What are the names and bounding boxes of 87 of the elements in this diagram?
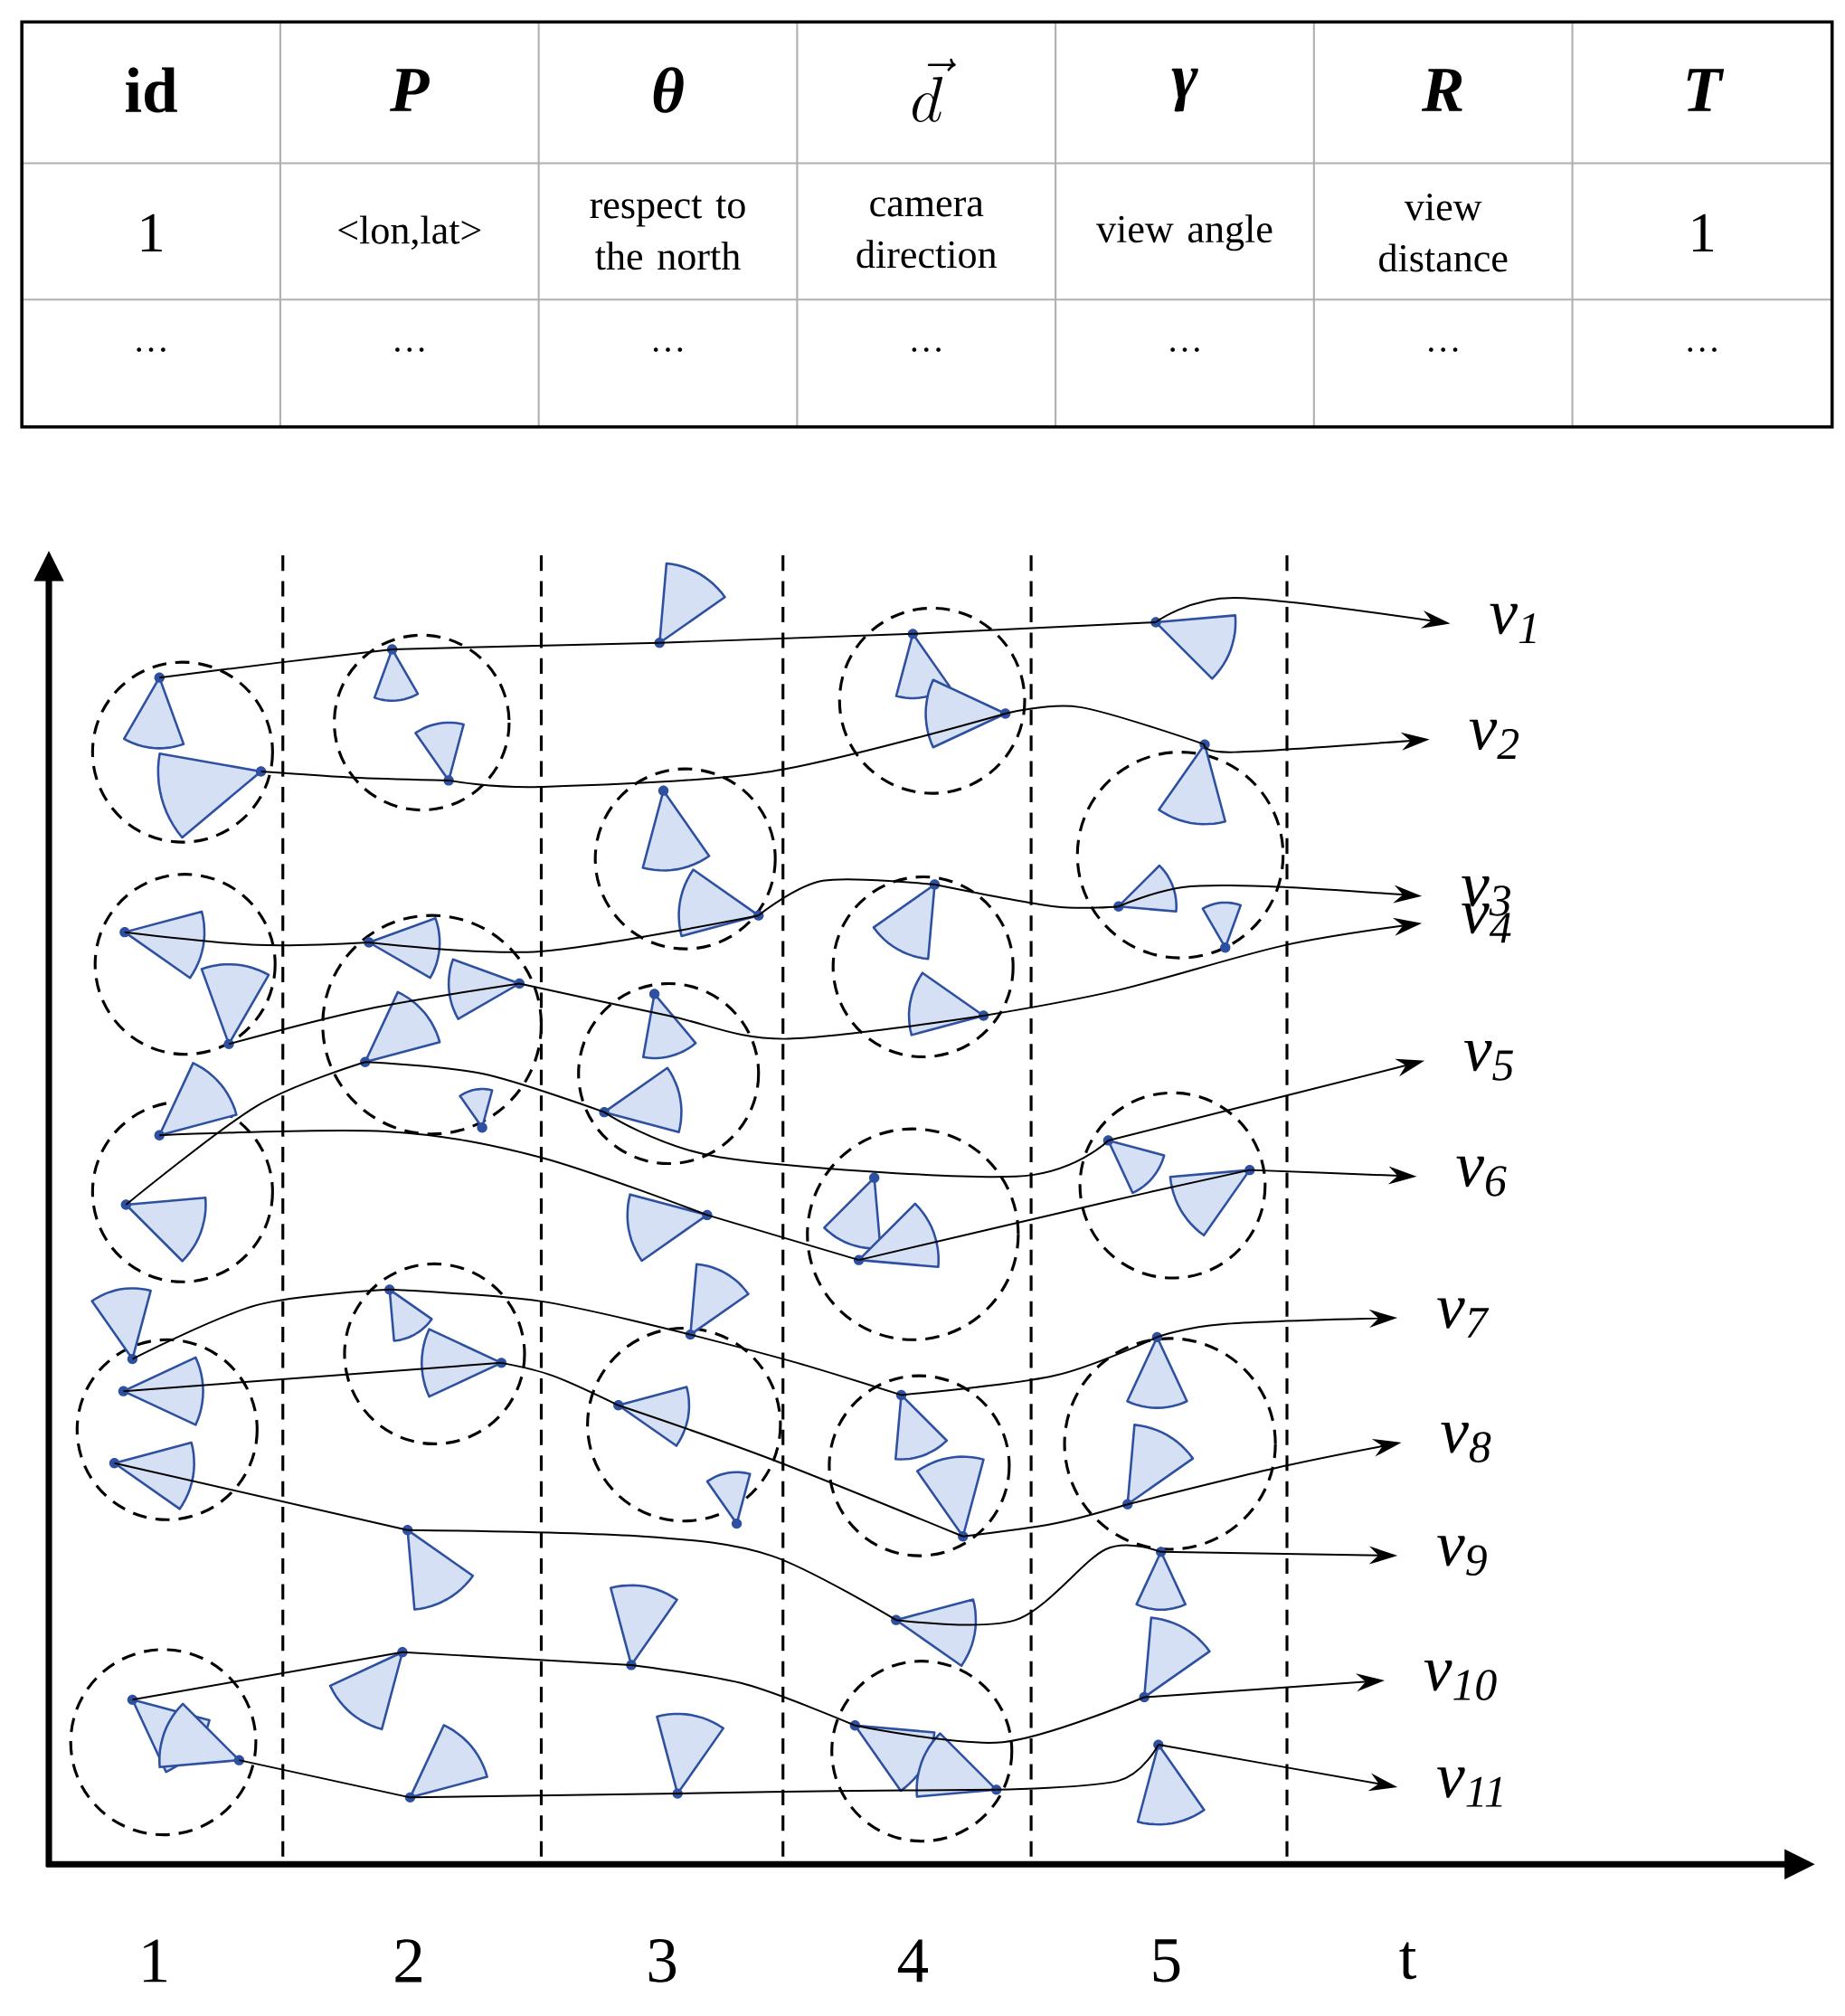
axis-tick-label: 2	[395, 1939, 421, 1983]
camera-sector	[156, 752, 267, 839]
camera-sector	[1122, 1424, 1195, 1510]
camera-sector	[328, 1647, 408, 1731]
camera-sector	[200, 962, 270, 1049]
column-header: γ	[1171, 68, 1198, 112]
camera-sector	[402, 1525, 475, 1611]
axis-tick-label: 4	[897, 1939, 928, 1983]
axis-tick-label: 3	[648, 1939, 676, 1983]
camera-sector	[599, 1066, 683, 1133]
camera-sector	[915, 1732, 1002, 1798]
table-text: camera direction	[856, 197, 997, 269]
axis-tick-label: 1	[144, 1939, 167, 1983]
column-header: id	[126, 67, 177, 113]
camera-sector	[907, 971, 989, 1036]
trajectory-label: v$_{5}$	[1464, 1040, 1513, 1081]
column-header: T	[1687, 69, 1725, 111]
trajectory-label: v$_{7}$	[1437, 1298, 1490, 1338]
camera-sector	[677, 868, 764, 938]
camera-sector	[685, 1263, 750, 1340]
camera-sector	[915, 1455, 985, 1542]
column-header: θ	[653, 67, 684, 113]
table-text: …	[912, 347, 941, 352]
camera-sector	[1139, 1616, 1211, 1703]
camera-sector	[891, 1598, 978, 1668]
trajectory-label: v$_{1}$	[1490, 603, 1536, 644]
camera-sector	[641, 785, 711, 872]
camera-sector	[626, 1193, 713, 1263]
camera-sector	[384, 1284, 433, 1342]
camera-sector	[122, 672, 185, 750]
camera-sector	[610, 1584, 678, 1671]
camera-sector	[109, 1441, 195, 1510]
camera-sector	[1201, 901, 1243, 953]
trajectory-label: v$_{11}$	[1437, 1767, 1502, 1807]
camera-sector	[118, 1356, 204, 1426]
camera-sector	[1150, 614, 1237, 680]
camera-sector	[1102, 1135, 1166, 1195]
trajectory-label: v$_{10}$	[1424, 1661, 1497, 1700]
camera-sector	[613, 1386, 691, 1447]
axis-tick-label: 5	[1153, 1939, 1180, 1983]
table-text: view angle	[1096, 214, 1273, 251]
camera-sector	[459, 1087, 494, 1133]
camera-sector	[924, 678, 1011, 749]
table-text: …	[137, 347, 166, 352]
table-text: 1	[1693, 213, 1714, 251]
camera-sector	[360, 990, 441, 1067]
column-header: $\vec{d}$	[913, 58, 956, 122]
camera-sector	[654, 562, 726, 648]
table-text: respect to the north	[590, 195, 745, 270]
table-text: …	[653, 347, 683, 352]
table-text: <lon,lat>	[338, 215, 481, 250]
camera-sector	[1113, 864, 1178, 913]
camera-sector	[421, 1328, 507, 1398]
column-header: P	[390, 69, 430, 111]
table-text: …	[1170, 347, 1199, 352]
camera-sector	[872, 879, 941, 961]
camera-sector	[119, 910, 206, 980]
camera-sector	[154, 1062, 238, 1141]
axis-tick-label: t	[1399, 1942, 1417, 1980]
camera-sector	[1126, 1331, 1188, 1409]
camera-sector	[705, 1471, 752, 1529]
camera-sector	[1135, 1547, 1187, 1612]
trajectory-label: v$_{6}$	[1456, 1156, 1507, 1197]
table-text: …	[1429, 347, 1458, 352]
trajectory-label: v$_{2}$	[1469, 719, 1519, 760]
camera-sector	[1168, 1164, 1255, 1237]
camera-sector	[853, 1202, 941, 1269]
camera-sector	[120, 1197, 207, 1263]
table-text: view distance	[1379, 194, 1508, 272]
camera-sector	[641, 989, 697, 1060]
table-text: 1	[141, 213, 162, 251]
camera-sector	[823, 1172, 882, 1250]
trajectory-label: v$_{8}$	[1441, 1423, 1491, 1462]
camera-sector	[447, 958, 525, 1020]
table-text: …	[395, 347, 424, 352]
camera-sector	[894, 1389, 949, 1461]
camera-sector	[1136, 1739, 1206, 1826]
camera-sector	[1158, 739, 1227, 826]
trajectory-label: v$_{9}$	[1437, 1536, 1487, 1576]
camera-sector	[404, 1724, 488, 1803]
camera-sector	[656, 1712, 725, 1799]
table-text: …	[1688, 347, 1717, 352]
camera-sector	[90, 1287, 152, 1365]
camera-sector	[414, 721, 465, 786]
camera-sector	[364, 917, 441, 980]
camera-sector	[373, 644, 420, 703]
column-header: R	[1421, 69, 1462, 111]
